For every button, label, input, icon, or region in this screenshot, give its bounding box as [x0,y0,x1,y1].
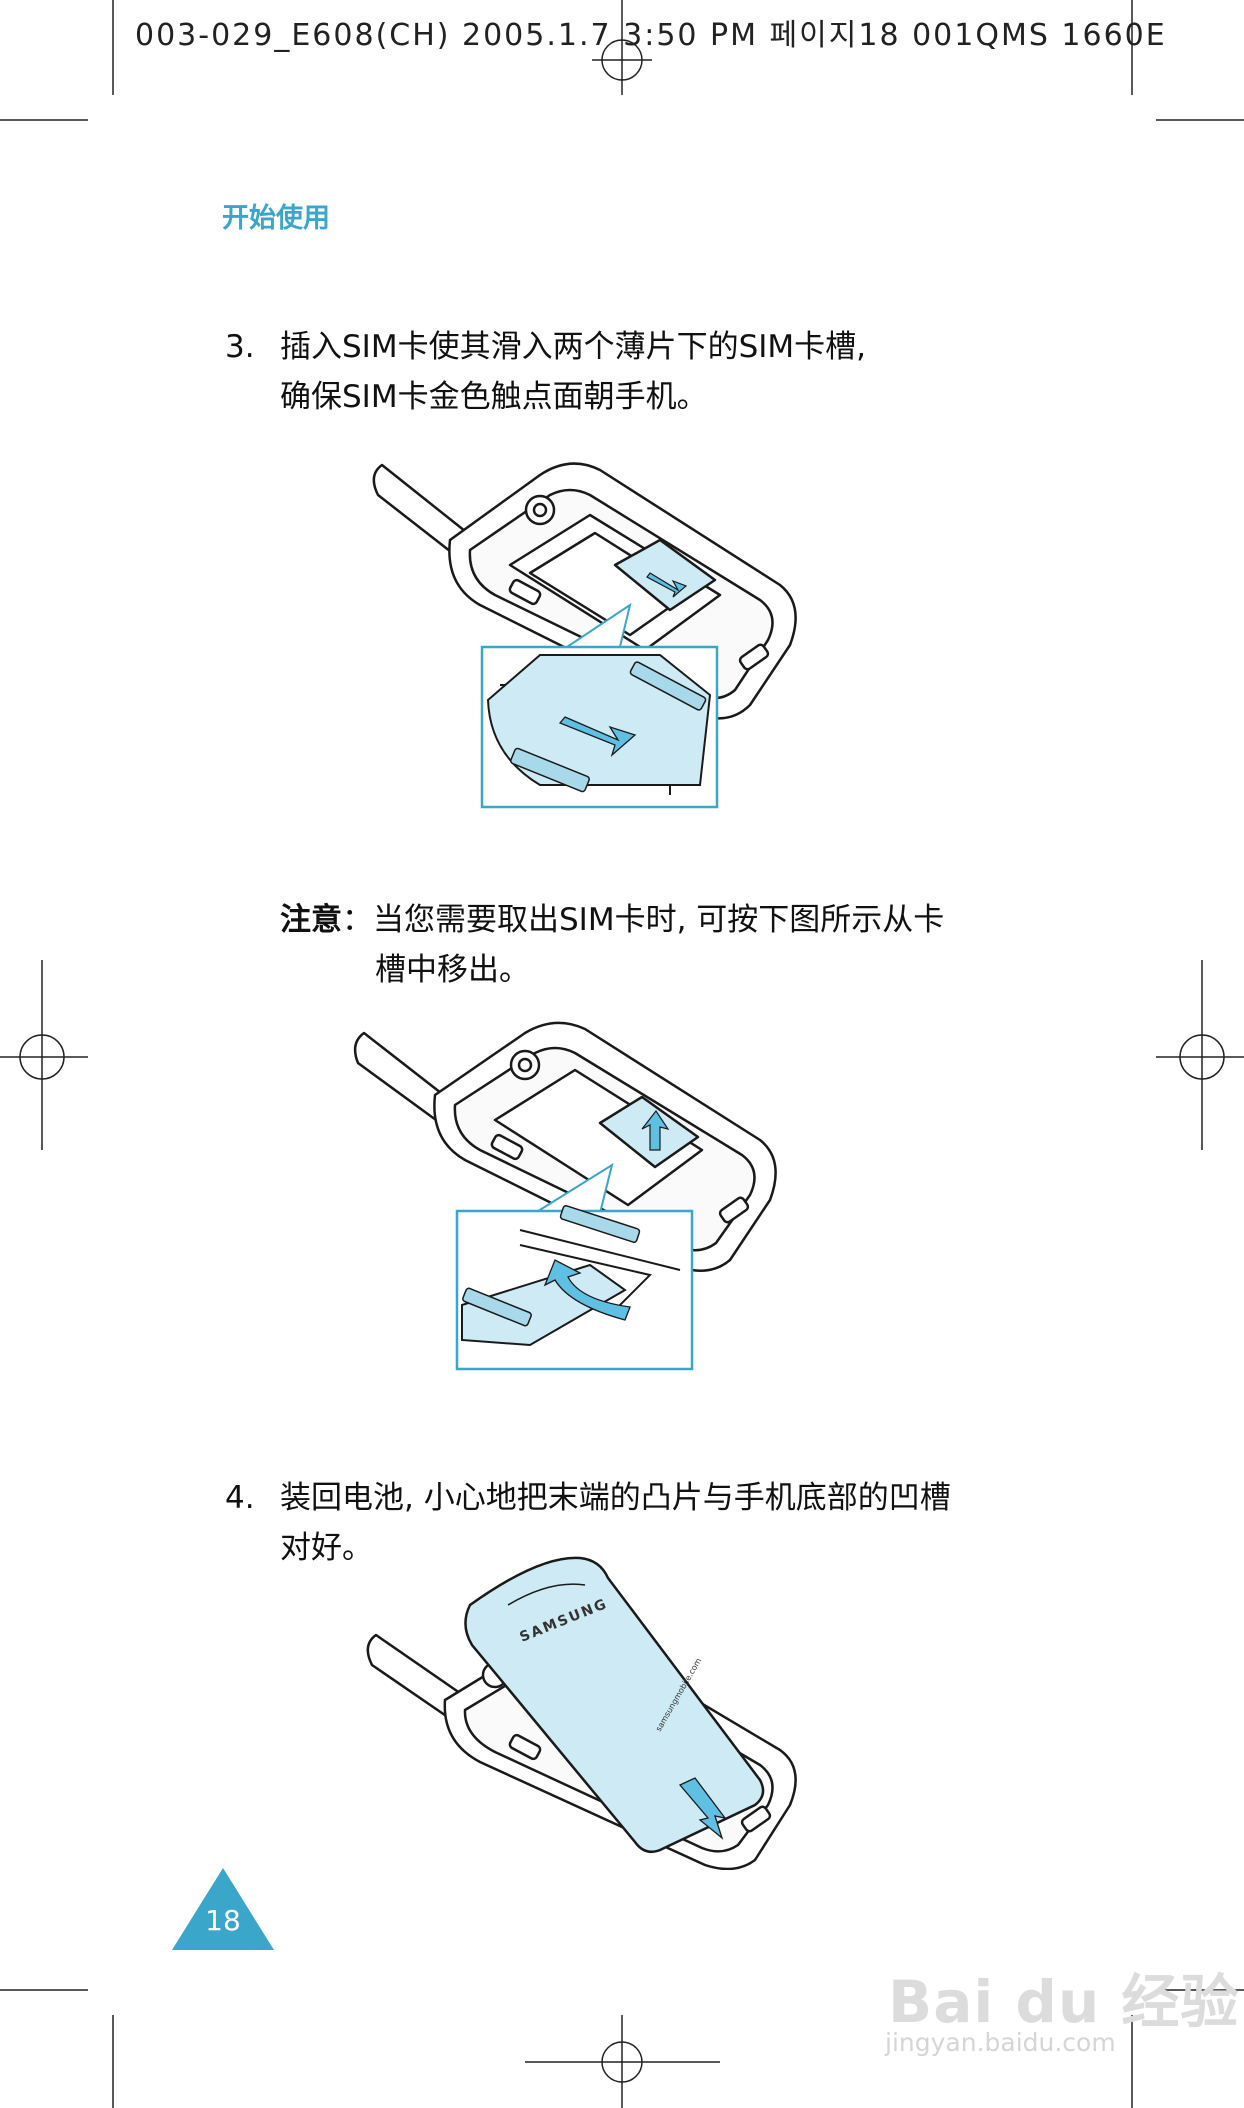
step-number: 4. [225,1480,255,1516]
step-4: 4. 装回电池, 小心地把末端的凸片与手机底部的凹槽 对好。 [225,1473,951,1573]
note-label: 注意 [280,902,342,938]
triangle-shape [172,1868,274,1950]
step-text-line2: 确保SIM卡金色触点面朝手机。 [280,379,708,415]
antenna [372,463,472,557]
note-line2: 槽中移出。 [375,952,530,988]
figure-insert-sim [372,462,797,809]
note-line1: 当您需要取出SIM卡时, 可按下图所示从卡 [373,902,945,938]
print-header: 003-029_E608(CH) 2005.1.7 3:50 PM 페이지18 … [135,18,1167,53]
note: 注意：当您需要取出SIM卡时, 可按下图所示从卡 槽中移出。 [280,895,944,995]
figure-replace-battery: SAMSUNG samsungmobile.com [366,1556,797,1870]
page-number: 18 [205,1904,241,1937]
figure-remove-sim [353,1021,777,1371]
section-title: 开始使用 [222,203,330,234]
page-number-badge: 18 [172,1868,274,1950]
watermark-url: jingyan.baidu.com [885,2028,1116,2057]
step-text-line1: 插入SIM卡使其滑入两个薄片下的SIM卡槽, [280,329,866,365]
watermark-brand: Bai du 经验 [888,1968,1240,2036]
antenna [353,1031,452,1122]
step-3: 3. 插入SIM卡使其滑入两个薄片下的SIM卡槽, 确保SIM卡金色触点面朝手机。 [225,322,866,422]
step-text-line2: 对好。 [280,1530,373,1566]
note-colon: ： [342,902,373,938]
step-number: 3. [225,329,255,365]
step-text-line1: 装回电池, 小心地把末端的凸片与手机底部的凹槽 [280,1480,951,1516]
